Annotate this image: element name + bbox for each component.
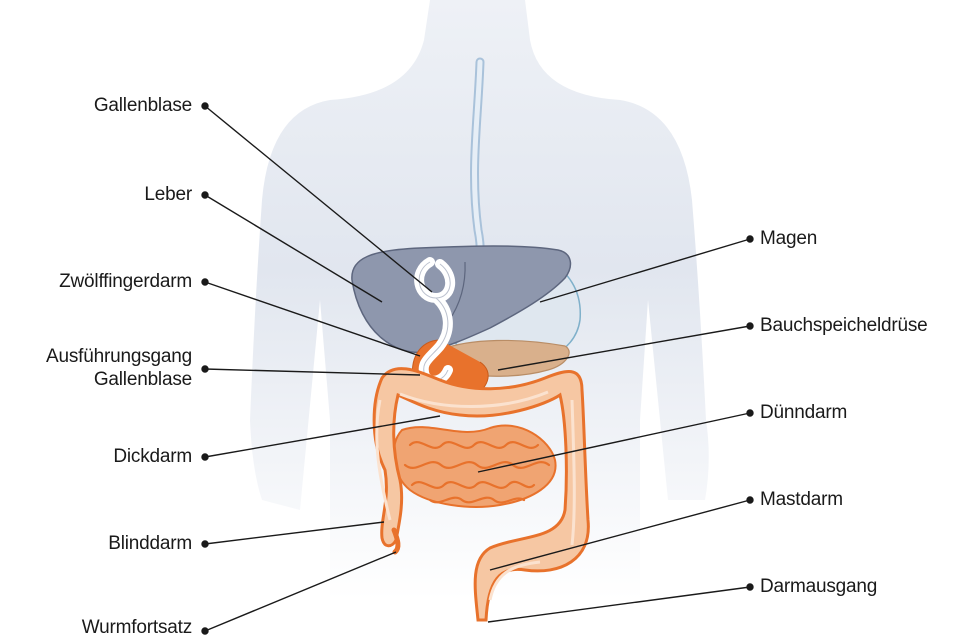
label-ausfuehrungsgang-line1: Ausführungsgang	[46, 346, 192, 368]
marker-wurmfortsatz	[202, 628, 208, 634]
marker-magen	[747, 236, 753, 242]
label-blinddarm: Blinddarm	[108, 533, 192, 555]
label-ausfuehrungsgang-line2: Gallenblase	[94, 369, 192, 391]
marker-zwoelffingerdarm	[202, 279, 208, 285]
label-magen: Magen	[760, 228, 817, 250]
marker-dickdarm	[202, 454, 208, 460]
marker-ausfuehrungsgang	[202, 366, 208, 372]
label-bauchspeicheldruese: Bauchspeicheldrüse	[760, 315, 928, 337]
label-zwoelffingerdarm: Zwölffingerdarm	[59, 271, 192, 293]
marker-gallenblase	[202, 103, 208, 109]
marker-mastdarm	[747, 497, 753, 503]
label-wurmfortsatz: Wurmfortsatz	[82, 617, 192, 639]
label-dickdarm: Dickdarm	[113, 446, 192, 468]
marker-blinddarm	[202, 541, 208, 547]
label-darmausgang: Darmausgang	[760, 576, 877, 598]
marker-leber	[202, 192, 208, 198]
label-leber: Leber	[144, 184, 192, 206]
marker-bauchspeicheldruese	[747, 323, 753, 329]
marker-duenndarm	[747, 410, 753, 416]
label-gallenblase: Gallenblase	[94, 95, 192, 117]
marker-darmausgang	[747, 584, 753, 590]
label-duenndarm: Dünndarm	[760, 402, 847, 424]
label-mastdarm: Mastdarm	[760, 489, 843, 511]
